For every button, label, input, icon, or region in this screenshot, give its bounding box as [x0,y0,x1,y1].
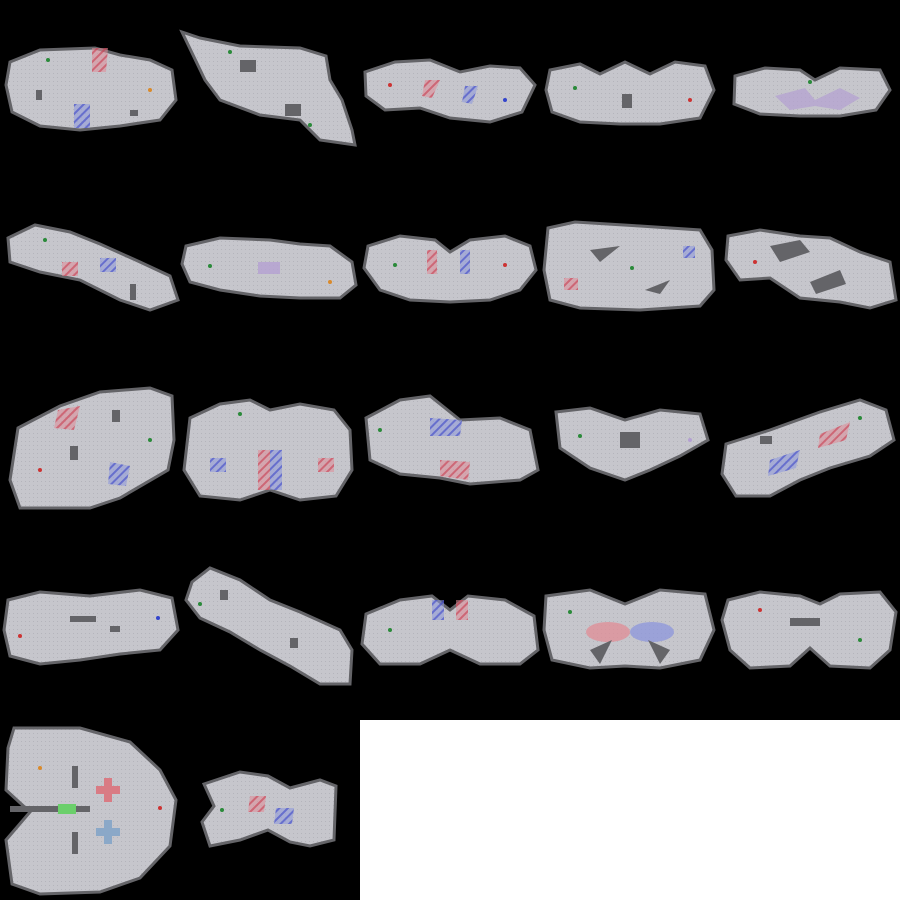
map-17 [184,566,354,686]
marker [228,50,232,54]
blue-zone [108,462,130,486]
blue-zone [270,450,282,490]
blue-zone [210,458,226,472]
red-zone [62,262,78,276]
marker [858,638,862,642]
marker [18,634,22,638]
blue-zone [460,250,470,274]
marker [220,808,224,812]
marker [208,264,212,268]
red-zone [427,250,437,274]
map-15 [720,398,896,498]
map-9 [542,220,716,312]
marker [156,616,160,620]
marker [630,266,634,270]
blue-zone [430,418,462,436]
red-zone [422,80,440,98]
blue-zone [683,246,695,258]
marker [198,602,202,606]
red-zone [248,796,266,812]
marker [158,806,162,810]
map-16 [2,588,180,666]
marker [388,628,392,632]
marker [808,80,812,84]
red-zone [564,278,578,290]
map-21 [4,726,178,896]
marker [503,263,507,267]
map-18 [360,594,540,666]
map-19 [542,588,716,670]
marker [148,438,152,442]
marker [378,428,382,432]
map-8 [362,234,538,304]
red-zone [318,458,334,472]
map-13 [364,394,540,486]
blue-zone [74,104,90,128]
map-4 [544,60,716,126]
red-zone [96,778,120,802]
red-zone [92,48,108,72]
blue-zone [100,258,116,272]
marker [753,260,757,264]
red-zone [456,600,468,620]
blue-zone [432,600,444,620]
map-12 [182,398,354,502]
red-zone [54,406,80,430]
purple-zone [775,88,860,110]
map-5 [732,66,892,118]
blue-zone [630,622,674,642]
marker [503,98,507,102]
map-1 [4,46,178,132]
map-7 [180,236,358,300]
map-22 [200,770,338,848]
blue-zone [768,450,800,476]
blue-zone [96,820,120,844]
blue-zone [462,86,478,104]
purple-zone [258,262,280,274]
marker [858,416,862,420]
marker [688,98,692,102]
red-zone [818,422,850,448]
marker [308,123,312,127]
marker [38,468,42,472]
spawn-marker [58,804,76,814]
marker [688,438,692,442]
marker [388,83,392,87]
red-zone [440,460,470,480]
map-20 [720,590,898,670]
marker [573,86,577,90]
marker [328,280,332,284]
red-zone [258,450,270,490]
marker [568,610,572,614]
red-zone [586,622,630,642]
map-2 [179,29,357,147]
map-11 [8,386,176,510]
empty-cell-area [360,720,900,900]
marker [148,88,152,92]
map-14 [554,406,710,482]
marker [38,766,42,770]
marker [758,608,762,612]
marker [238,412,242,416]
blue-zone [274,808,294,824]
marker [46,58,50,62]
map-3 [363,58,537,124]
map-10 [724,228,898,310]
marker [43,238,47,242]
map-6 [6,223,180,312]
marker [393,263,397,267]
marker [578,434,582,438]
